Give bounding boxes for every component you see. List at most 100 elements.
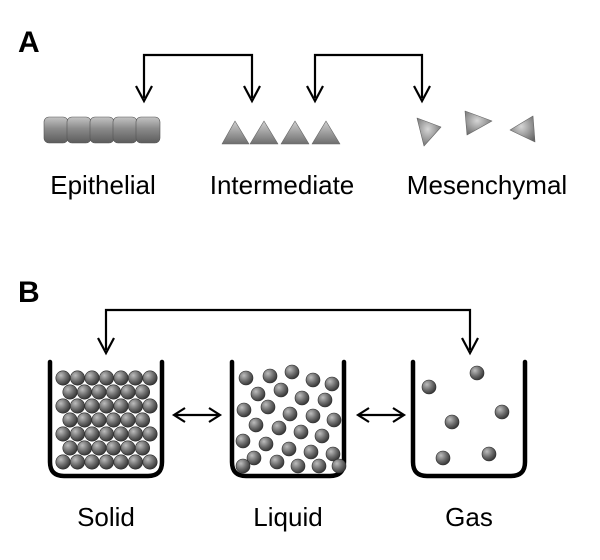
particle — [113, 426, 129, 442]
particle — [250, 386, 266, 402]
arrowhead-epithelial — [135, 85, 153, 104]
particle — [128, 426, 144, 442]
particle — [84, 426, 100, 442]
particle — [317, 392, 333, 408]
particle — [91, 384, 107, 400]
particle — [324, 376, 340, 392]
caption-intermediate: Intermediate — [210, 170, 355, 200]
particle — [120, 412, 136, 428]
arrowhead-mesenchymal — [413, 85, 431, 104]
particle — [77, 384, 93, 400]
particle — [62, 440, 78, 456]
particle — [99, 454, 115, 470]
particle — [236, 402, 252, 418]
particle — [135, 384, 151, 400]
arrowhead-solid — [97, 337, 115, 356]
particle — [55, 454, 71, 470]
particle — [91, 412, 107, 428]
epithelial-cell — [135, 116, 161, 144]
particle — [235, 458, 251, 474]
particle — [70, 398, 86, 414]
intermediate-cell — [221, 120, 250, 145]
particle — [128, 370, 144, 386]
particle — [325, 446, 341, 462]
panel-b-label: B — [18, 276, 40, 309]
solid-gas-bracket-arrow — [104, 308, 472, 350]
particle — [262, 368, 278, 384]
particle — [260, 399, 276, 415]
particle — [142, 426, 158, 442]
intermediate-mesenchymal-bracket-arrow — [313, 53, 424, 98]
liquid-gas-double-arrow — [355, 407, 407, 423]
particle — [269, 454, 285, 470]
particle — [258, 436, 274, 452]
particle — [62, 412, 78, 428]
particle — [55, 398, 71, 414]
particle — [106, 440, 122, 456]
particle — [113, 454, 129, 470]
arrowhead-gas — [461, 337, 479, 356]
particle — [305, 408, 321, 424]
particle — [142, 370, 158, 386]
particle — [293, 424, 309, 440]
mesenchymal-cell — [464, 110, 493, 136]
intermediate-cell — [280, 120, 310, 145]
particle — [106, 412, 122, 428]
particle — [331, 458, 347, 474]
epithelial-cell — [112, 116, 138, 144]
particle — [311, 458, 327, 474]
solid-liquid-double-arrow — [171, 407, 223, 423]
solid-container — [47, 359, 165, 479]
mesenchymal-cell — [416, 117, 442, 147]
panel-b-transition-arrows — [97, 308, 479, 423]
particle — [70, 426, 86, 442]
particle — [70, 454, 86, 470]
particle — [113, 398, 129, 414]
particle — [494, 404, 510, 420]
particle — [481, 446, 497, 462]
liquid-particles — [235, 364, 347, 474]
particle — [273, 382, 289, 398]
gas-particles — [421, 365, 510, 466]
particle — [326, 412, 342, 428]
particle — [281, 441, 297, 457]
particle — [84, 398, 100, 414]
particle — [62, 384, 78, 400]
particle — [271, 420, 287, 436]
arrowhead-intermediate — [243, 85, 261, 104]
particle — [248, 417, 264, 433]
particle — [70, 370, 86, 386]
caption-gas: Gas — [445, 502, 493, 532]
particle — [84, 454, 100, 470]
epithelial-cell — [43, 116, 69, 144]
particle — [421, 379, 437, 395]
particle — [99, 426, 115, 442]
epithelial-intermediate-bracket-arrow — [142, 53, 254, 98]
caption-epithelial: Epithelial — [50, 170, 156, 200]
particle — [235, 433, 251, 449]
mesenchymal-cells — [416, 110, 536, 147]
caption-mesenchymal: Mesenchymal — [407, 170, 567, 200]
panel-a-transition-arrows — [135, 53, 431, 104]
solid-particles — [55, 370, 158, 470]
intermediate-cell — [311, 120, 341, 145]
particle — [238, 370, 254, 386]
particle — [294, 390, 310, 406]
caption-solid: Solid — [77, 502, 135, 532]
particle — [305, 372, 321, 388]
particle — [303, 444, 319, 460]
particle — [55, 426, 71, 442]
epithelial-cells — [43, 116, 161, 144]
particle — [99, 398, 115, 414]
particle — [120, 440, 136, 456]
particle — [106, 384, 122, 400]
particle — [135, 412, 151, 428]
particle — [469, 365, 485, 381]
intermediate-cell — [249, 120, 279, 145]
particle — [77, 440, 93, 456]
particle — [444, 414, 460, 430]
arrowhead-intermediate-2 — [306, 85, 324, 104]
particle — [128, 454, 144, 470]
particle — [128, 398, 144, 414]
